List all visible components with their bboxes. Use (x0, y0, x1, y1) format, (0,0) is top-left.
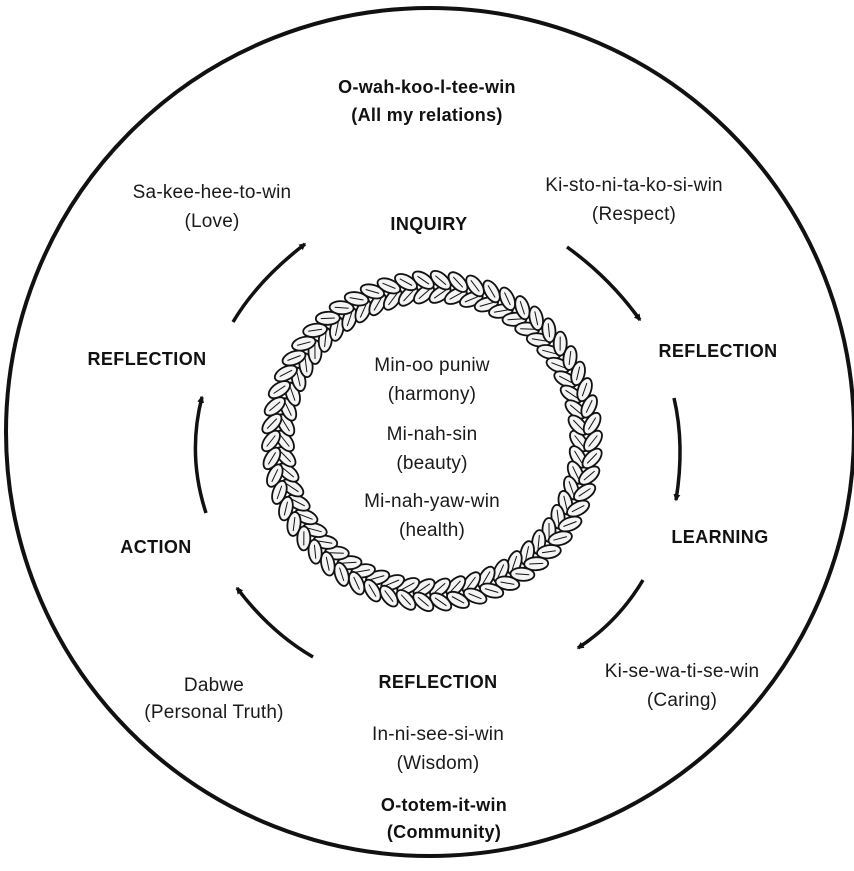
braid-strand-fiber (520, 329, 534, 330)
arrow-inquiry-to-reflection (567, 247, 640, 320)
braid-strand-fiber (330, 553, 344, 554)
cycle-action: ACTION (120, 538, 191, 556)
cycle-reflection-bottom: REFLECTION (379, 673, 498, 691)
value-community-name: O-totem-it-win (381, 796, 507, 814)
center-harmony-name: Min-oo puniw (374, 356, 489, 375)
center-beauty-name: Mi-nah-sin (387, 425, 478, 444)
arrow-reflection-to-action (237, 588, 313, 657)
center-harmony-translation: (harmony) (388, 385, 476, 404)
value-caring-name: Ki-se-wa-ti-se-win (605, 662, 760, 681)
value-respect-translation: (Respect) (592, 205, 676, 224)
value-love-translation: (Love) (184, 212, 239, 231)
value-respect-name: Ki-sto-ni-ta-ko-si-win (545, 176, 723, 195)
arrow-reflection-to-learning (674, 398, 680, 500)
braid-strand-fiber (529, 563, 543, 564)
cycle-reflection-right: REFLECTION (659, 342, 778, 360)
arrow-learning-to-reflection (578, 580, 643, 648)
relations-subtitle: (All my relations) (351, 106, 502, 124)
value-love-name: Sa-kee-hee-to-win (133, 183, 292, 202)
value-caring-translation: (Caring) (647, 691, 717, 710)
value-wisdom-translation: (Wisdom) (397, 754, 480, 773)
cycle-reflection-left: REFLECTION (88, 350, 207, 368)
braid-strand-fiber (321, 318, 335, 319)
arrow-reflection-to-inquiry (233, 244, 305, 322)
arrow-action-to-reflection (195, 397, 206, 513)
cycle-learning: LEARNING (671, 528, 768, 546)
center-health-translation: (health) (399, 521, 465, 540)
value-truth-name: Dabwe (184, 676, 244, 695)
value-truth-translation: (Personal Truth) (144, 703, 283, 722)
relations-title: O-wah-koo-l-tee-win (338, 78, 516, 96)
value-community-translation: (Community) (387, 823, 501, 841)
center-health-name: Mi-nah-yaw-win (364, 492, 500, 511)
center-beauty-translation: (beauty) (396, 454, 467, 473)
value-wisdom-name: In-ni-see-si-win (372, 725, 504, 744)
cycle-inquiry: INQUIRY (390, 215, 467, 233)
